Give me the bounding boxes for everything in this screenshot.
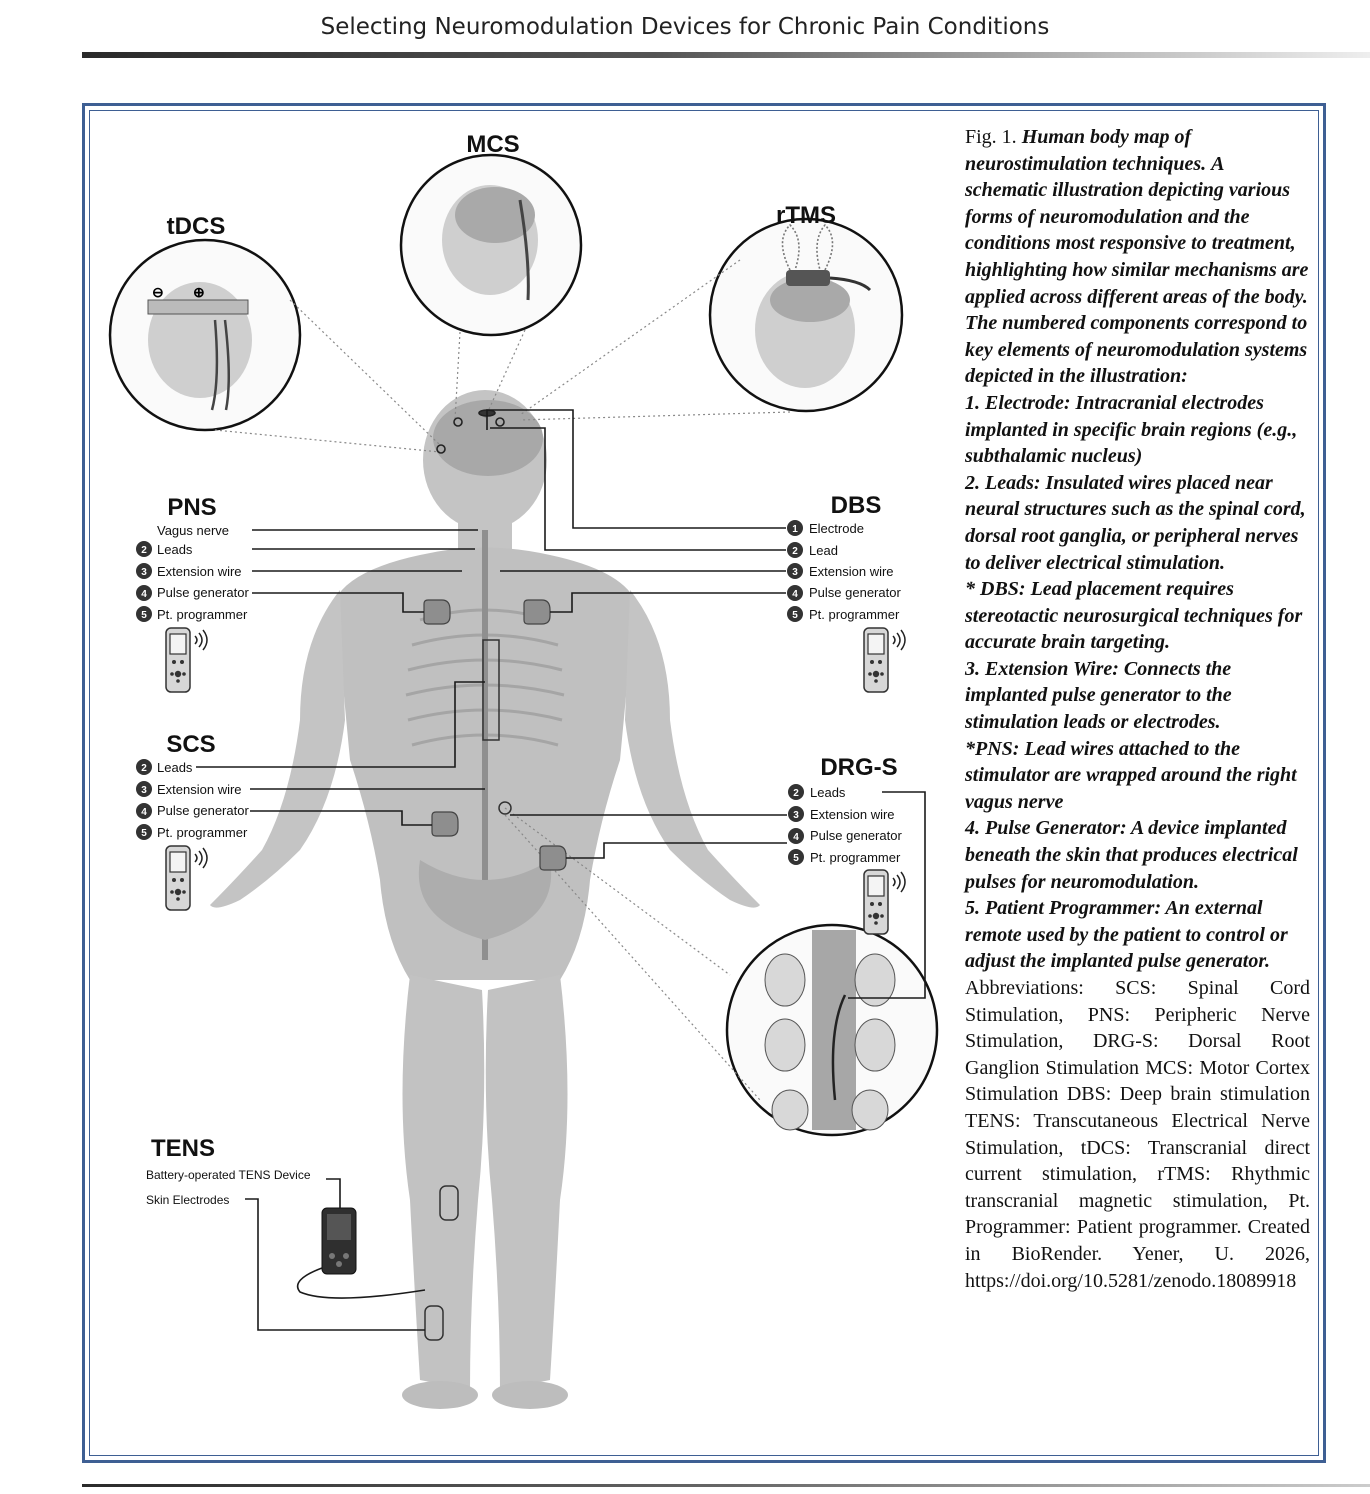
scs-lead [482, 639, 500, 741]
dbs-label-group: DBS 1 2 3 4 5 Electrode Lead Extension wir… [486, 409, 906, 693]
svg-text:Extension wire: Extension wire [809, 564, 894, 579]
caption-item: 5. Patient Programmer: An external remot… [965, 897, 1288, 973]
drg-inset [725, 923, 939, 1137]
pns-label-group: PNS Vagus nerve 2 3 4 5 Leads Extension wi… [136, 494, 478, 693]
svg-text:Pulse generator: Pulse generator [157, 585, 249, 600]
svg-text:Electrode: Electrode [809, 521, 864, 536]
svg-text:5: 5 [792, 610, 798, 621]
scs-title: SCS [166, 731, 215, 758]
svg-text:5: 5 [141, 828, 147, 839]
scs-programmer [165, 845, 208, 911]
svg-text:2: 2 [793, 788, 799, 799]
svg-text:Skin Electrodes: Skin Electrodes [146, 1193, 229, 1207]
figure-caption: Fig. 1. Human body map of neurostimulati… [965, 124, 1310, 1294]
svg-text:Lead: Lead [809, 543, 838, 558]
caption-item: 3. Extension Wire: Connects the implante… [965, 657, 1232, 734]
drgs-programmer [863, 869, 906, 935]
svg-text:3: 3 [141, 567, 147, 578]
svg-text:4: 4 [793, 832, 799, 843]
scs-pulse-generator [431, 811, 459, 837]
footer-rule [82, 1484, 1370, 1487]
figure-title: Human body map of neurostimulation techn… [965, 126, 1207, 175]
caption-item: 2. Leads: Insulated wires placed near ne… [965, 471, 1306, 574]
svg-text:Leads: Leads [157, 760, 193, 775]
svg-text:⊕: ⊕ [193, 284, 205, 300]
dbs-title: DBS [831, 492, 882, 519]
mcs-inset: MCS [399, 131, 583, 337]
svg-text:2: 2 [141, 545, 147, 556]
tens-title: TENS [151, 1135, 215, 1162]
drgs-title: DRG-S [820, 754, 897, 781]
scs-label-group: SCS 2 3 4 5 Leads Extension wire Pulse gen… [136, 681, 485, 911]
drgs-pulse-generator [539, 845, 567, 871]
tdcs-inset: ⊖ ⊕ tDCS [108, 213, 302, 432]
caption-item: *PNS: Lead wires attached to the stimula… [965, 737, 1297, 813]
svg-text:Leads: Leads [810, 785, 846, 800]
caption-item: 4. Pulse Generator: A device implanted b… [965, 817, 1298, 893]
rtms-title: rTMS [776, 202, 836, 229]
svg-text:Extension wire: Extension wire [810, 807, 895, 822]
pns-programmer [165, 627, 208, 693]
caption-item: 1. Electrode: Intracranial electrodes im… [965, 391, 1298, 468]
mcs-title: MCS [466, 131, 519, 158]
tdcs-title: tDCS [167, 213, 226, 240]
svg-text:4: 4 [141, 807, 147, 818]
svg-text:3: 3 [141, 785, 147, 796]
svg-text:⊖: ⊖ [152, 284, 164, 300]
drgs-label-group: DRG-S 2 3 4 5 Leads Extension wire Pulse g… [498, 754, 926, 999]
svg-text:Pt. programmer: Pt. programmer [157, 825, 248, 840]
svg-text:Extension wire: Extension wire [157, 564, 242, 579]
header-rule [82, 52, 1370, 58]
svg-text:5: 5 [793, 853, 799, 864]
svg-text:3: 3 [793, 810, 799, 821]
svg-text:Pt. programmer: Pt. programmer [157, 607, 248, 622]
figure-description: A schematic illustration depicting vario… [965, 152, 1309, 388]
figure-frame [82, 103, 1326, 1463]
svg-text:1: 1 [792, 524, 798, 535]
svg-text:4: 4 [792, 589, 798, 600]
running-header: Selecting Neuromodulation Devices for Ch… [320, 14, 1050, 40]
pns-title: PNS [167, 494, 216, 521]
rtms-inset: rTMS [708, 202, 904, 413]
svg-text:Pt. programmer: Pt. programmer [810, 850, 901, 865]
svg-text:Leads: Leads [157, 542, 193, 557]
svg-text:3: 3 [792, 567, 798, 578]
caption-item: * DBS: Lead placement requires stereotac… [965, 578, 1303, 654]
svg-text:Pulse generator: Pulse generator [157, 803, 249, 818]
svg-text:Pulse generator: Pulse generator [810, 828, 902, 843]
figure-label: Fig. 1. [965, 126, 1017, 148]
svg-text:2: 2 [792, 546, 798, 557]
svg-text:Pulse generator: Pulse generator [809, 585, 901, 600]
pns-item: Vagus nerve [157, 523, 229, 538]
svg-text:4: 4 [141, 589, 147, 600]
svg-text:Extension wire: Extension wire [157, 782, 242, 797]
svg-text:Pt. programmer: Pt. programmer [809, 607, 900, 622]
inset-connectors [214, 259, 791, 1101]
svg-text:5: 5 [141, 610, 147, 621]
abbreviations: Abbreviations: SCS: Spinal Cord Stimulat… [965, 977, 1310, 1292]
svg-text:Battery-operated TENS Device: Battery-operated TENS Device [146, 1168, 311, 1182]
body-map-illustration: MCS ⊖ ⊕ tDCS rTMS [108, 131, 939, 1409]
svg-text:2: 2 [141, 763, 147, 774]
pns-pulse-generator [423, 599, 451, 625]
dbs-pulse-generator [523, 599, 551, 625]
dbs-programmer [863, 627, 906, 693]
tens-label-group: TENS Battery-operated TENS Device Skin E… [146, 1135, 459, 1341]
body-silhouette [210, 390, 760, 1409]
